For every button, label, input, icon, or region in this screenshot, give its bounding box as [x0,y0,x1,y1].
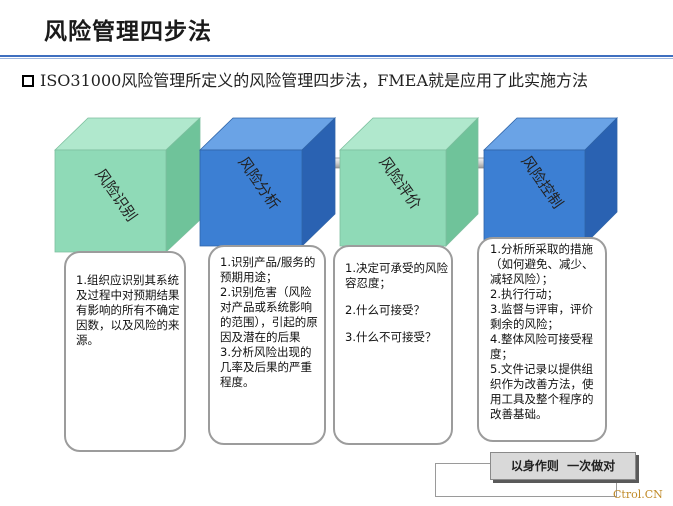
step-3-line-3: 3.什么不可接受？ [345,330,437,344]
step-4-line-1: 1.分析所采取的措施（如何避免、减少、减轻风险）； [490,242,594,286]
cube-risk-evaluation: 风险评价 [339,117,479,247]
step-2-line-2: 2.识别危害（风险对产品或系统影响的范围），引起的原因及潜在的后果 [220,285,318,344]
step-4-line-2: 2.执行行动； [490,287,559,301]
step-1-box: 1.组织应识别其系统及过程中对预期结果有影响的所有不确定因数，以及风险的来源。 [64,251,186,452]
step-3-line-1: 1.决定可承受的风险容忍度； [345,261,448,290]
square-bullet-icon [22,75,34,87]
step-4-line-3: 3.监督与评审，评价剩余的风险； [490,302,593,331]
title-rule-thin [0,58,673,59]
page-title: 风险管理四步法 [44,18,212,45]
cube-3-front [339,149,447,247]
cube-risk-analysis: 风险分析 [199,117,336,247]
intro-text: ISO31000风险管理所定义的风险管理四步法，FMEA就是应用了此实施方法 [22,69,622,92]
step-4-box: 1.分析所采取的措施（如何避免、减少、减轻风险）； 2.执行行动； 3.监督与评… [477,237,607,442]
watermark-text: Ctrol.CN [613,488,663,501]
step-4-line-5: 5.文件记录以提供组织作为改善方法，使用工具及整个程序的改善基础。 [490,362,594,421]
title-rule [0,55,673,57]
cube-risk-identification: 风险识别 [54,117,202,253]
step-2-box: 1.识别产品/服务的预期用途； 2.识别危害（风险对产品或系统影响的范围），引起… [208,245,326,445]
step-2-line-1: 1.识别产品/服务的预期用途； [220,255,316,284]
cube-risk-control: 风险控制 [483,117,618,245]
step-1-line-1: 1.组织应识别其系统及过程中对预期结果有影响的所有不确定因数，以及风险的来源。 [76,273,180,347]
step-2-line-3: 3.分析风险出现的几率及后果的严重程度。 [220,345,312,389]
motto-label: 以身作则 一次做对 [490,452,636,480]
step-3-line-2: 2.什么可接受？ [345,303,425,317]
intro-sentence: ISO31000风险管理所定义的风险管理四步法，FMEA就是应用了此实施方法 [40,71,589,90]
step-4-line-4: 4.整体风险可接受程度； [490,332,593,361]
four-step-diagram: 风险识别 风险分析 风险评价 风险控制 [54,117,618,259]
step-3-box: 1.决定可承受的风险容忍度； 2.什么可接受？ 3.什么不可接受？ [333,245,453,445]
